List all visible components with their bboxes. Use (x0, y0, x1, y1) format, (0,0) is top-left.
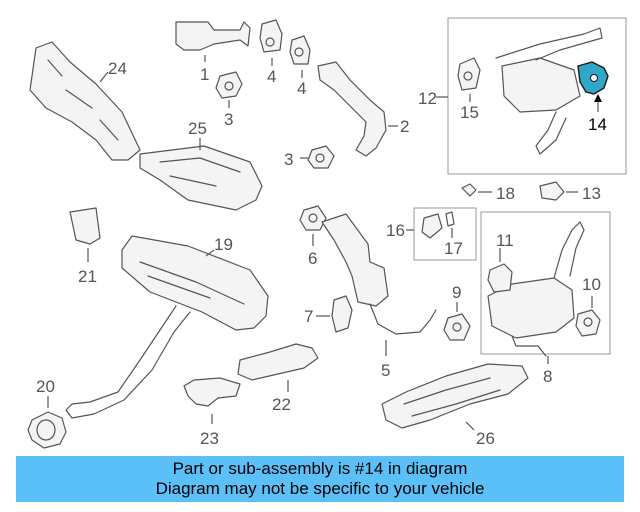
sensor-group-box (413, 207, 477, 261)
gasket-9-part (443, 313, 471, 341)
callout-10: 10 (582, 275, 601, 294)
callout-26: 26 (476, 429, 495, 448)
info-banner: Part or sub-assembly is #14 in diagram D… (16, 456, 624, 502)
clamp-20-part (27, 411, 67, 449)
shield-26-part (381, 363, 529, 429)
callout-20: 20 (36, 377, 55, 396)
gasket-3a-part (215, 71, 243, 99)
pipe-22-part (237, 343, 319, 381)
shield-25-part (139, 145, 263, 211)
callout-13: 13 (582, 184, 601, 203)
callout-17: 17 (444, 239, 463, 258)
gasket-3b-part (307, 145, 335, 169)
rear-muffler-group-box (447, 17, 627, 175)
callout-24: 24 (108, 59, 127, 78)
gasket-4a-part (259, 19, 283, 53)
center-muffler-group-box (480, 211, 611, 355)
gasket-6-part (299, 205, 327, 231)
callout-19: 19 (214, 235, 233, 254)
rear-muffler-part (501, 57, 581, 113)
callout-4b: 4 (297, 79, 306, 98)
gasket-4b-part (289, 35, 311, 65)
hose-23-part (183, 377, 241, 407)
gasket-18-part (461, 183, 477, 197)
callout-5: 5 (381, 361, 390, 380)
hanger-10-part (575, 309, 601, 337)
callout-2: 2 (400, 117, 409, 136)
hanger-11-part (487, 263, 513, 293)
callout-23: 23 (200, 429, 219, 448)
hanger-21-part (69, 207, 101, 245)
callout-8: 8 (543, 367, 552, 386)
hanger-15-part (457, 57, 481, 91)
callout-14: 14 (588, 115, 607, 134)
parts-diagram: 24 1 4 4 3 2 3 25 12 15 14 18 13 16 17 6… (27, 17, 627, 449)
bracket-7-part (331, 295, 353, 333)
callout-15: 15 (460, 103, 479, 122)
callout-25: 25 (188, 119, 207, 138)
callout-16: 16 (386, 221, 405, 240)
banner-line-1: Part or sub-assembly is #14 in diagram (172, 459, 468, 478)
front-pipe-part (175, 21, 251, 51)
callout-21: 21 (78, 267, 97, 286)
callout-6: 6 (308, 249, 317, 268)
callout-12: 12 (418, 89, 437, 108)
callout-4a: 4 (267, 67, 276, 86)
callout-11: 11 (496, 231, 514, 250)
gasket-13-part (539, 181, 565, 201)
callout-18: 18 (496, 184, 515, 203)
center-muffler-8-part (487, 277, 575, 339)
callout-9: 9 (452, 283, 461, 302)
catalytic-converter-part (321, 213, 389, 307)
banner-line-2: Diagram may not be specific to your vehi… (155, 479, 485, 498)
callout-3a: 3 (224, 110, 233, 129)
callout-22: 22 (272, 395, 291, 414)
callout-3b: 3 (284, 150, 293, 169)
sensor-part (421, 213, 443, 239)
center-muffler-19-part (121, 235, 269, 331)
callout-1: 1 (200, 65, 209, 84)
callout-7: 7 (304, 307, 313, 326)
exhaust-pipe-2-part (317, 61, 387, 157)
